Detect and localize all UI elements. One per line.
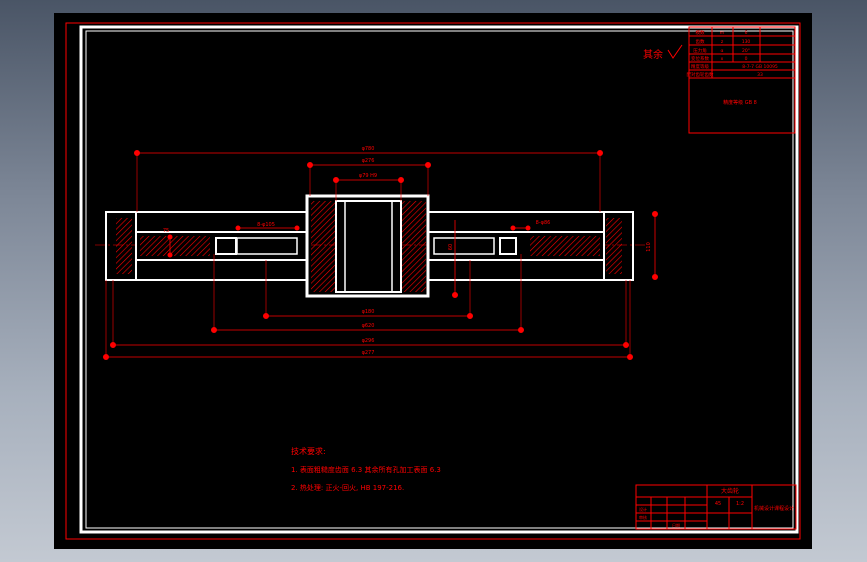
dim-hole-left: 8-φ105 bbox=[257, 222, 275, 228]
gear-table-cell: 8-7-7 GB 10095 bbox=[742, 64, 778, 70]
drawing-frame bbox=[79, 25, 799, 534]
dim-width-small: 75 bbox=[163, 228, 169, 234]
gear-table-cell: 精度等级 bbox=[691, 63, 709, 70]
drawing-frame-inner bbox=[85, 30, 794, 529]
title-part-name: 大齿轮 bbox=[721, 487, 739, 495]
gear-table-cell: 配对齿轮齿数 bbox=[687, 71, 714, 78]
dim-hub: φ276 bbox=[362, 158, 375, 164]
dim-rim-inner: φ180 bbox=[362, 309, 375, 315]
gear-table-cell: 模数 bbox=[696, 29, 705, 36]
title-material: 45 bbox=[715, 501, 721, 507]
title-scale: 1:2 bbox=[736, 501, 744, 507]
hub-bore bbox=[335, 200, 402, 293]
gear-table-cell: 130 bbox=[742, 39, 751, 45]
web-hole-left bbox=[215, 237, 237, 255]
web-hole-right bbox=[499, 237, 517, 255]
tech-req-line1: 1. 表面粗糙度齿面 6.3 其余所有孔加工表面 6.3 bbox=[291, 465, 441, 474]
outer-border bbox=[65, 22, 801, 540]
gear-table-cell: 6 bbox=[745, 30, 748, 36]
gear-parameter-table: 模数 m 6 齿数 z 130 压力角 α 20° 变位系数 x 0 精度等级 8-7-7 GB 1009… bbox=[687, 26, 796, 134]
title-drawing-no: 机械设计课程设计 bbox=[754, 505, 794, 512]
tech-req-line2: 2. 热处理: 正火-回火, HB 197-216. bbox=[291, 483, 404, 492]
surface-finish-label: 其余 bbox=[643, 48, 663, 61]
dimensions bbox=[103, 150, 658, 360]
hub bbox=[305, 194, 430, 298]
surface-finish-note: 其余 bbox=[643, 44, 683, 61]
title-date: 日期 bbox=[672, 522, 680, 528]
gear-section-view bbox=[95, 194, 645, 298]
gear-table-cell: x bbox=[721, 57, 724, 62]
title-checker: 审核 bbox=[639, 514, 647, 520]
gear-table-cell: 33 bbox=[757, 72, 763, 78]
dim-rim-outer: φ277 bbox=[362, 350, 375, 356]
dim-web-inner: φ620 bbox=[362, 323, 375, 329]
title-designer: 设计 bbox=[639, 506, 647, 512]
dim-hub-width: 110 bbox=[646, 242, 652, 252]
gear-table-cell: 0 bbox=[745, 56, 748, 62]
dim-bore: φ79 H9 bbox=[359, 173, 377, 179]
gear-table-cell: 变位系数 bbox=[691, 55, 709, 62]
dim-hole-right: 8-φ86 bbox=[536, 220, 551, 226]
dimension-labels: φ780 φ276 φ79 H9 8-φ105 8-φ86 φ180 φ620 … bbox=[163, 146, 652, 356]
title-block: 大齿轮 45 1:2 机械设计课程设计 设计 审核 日期 bbox=[635, 484, 797, 530]
tech-req-title: 技术要求: bbox=[291, 446, 326, 456]
gear-table-note: 精度等级 GB 8 bbox=[723, 99, 757, 106]
roughness-check-icon bbox=[667, 44, 683, 59]
gear-table-cell: m bbox=[720, 31, 724, 36]
dim-width-right: 60 bbox=[448, 244, 454, 250]
gear-table-cell: z bbox=[721, 40, 724, 45]
gear-table-cell: 齿数 bbox=[696, 38, 705, 45]
technical-requirements: 技术要求: 1. 表面粗糙度齿面 6.3 其余所有孔加工表面 6.3 2. 热处… bbox=[291, 446, 441, 492]
gear-table-cell: 压力角 bbox=[693, 47, 707, 54]
gear-table-cell: 20° bbox=[742, 48, 750, 54]
gear-table-cell: α bbox=[721, 49, 724, 54]
dim-web-outer: φ296 bbox=[362, 338, 375, 344]
dim-outer: φ780 bbox=[362, 146, 375, 152]
